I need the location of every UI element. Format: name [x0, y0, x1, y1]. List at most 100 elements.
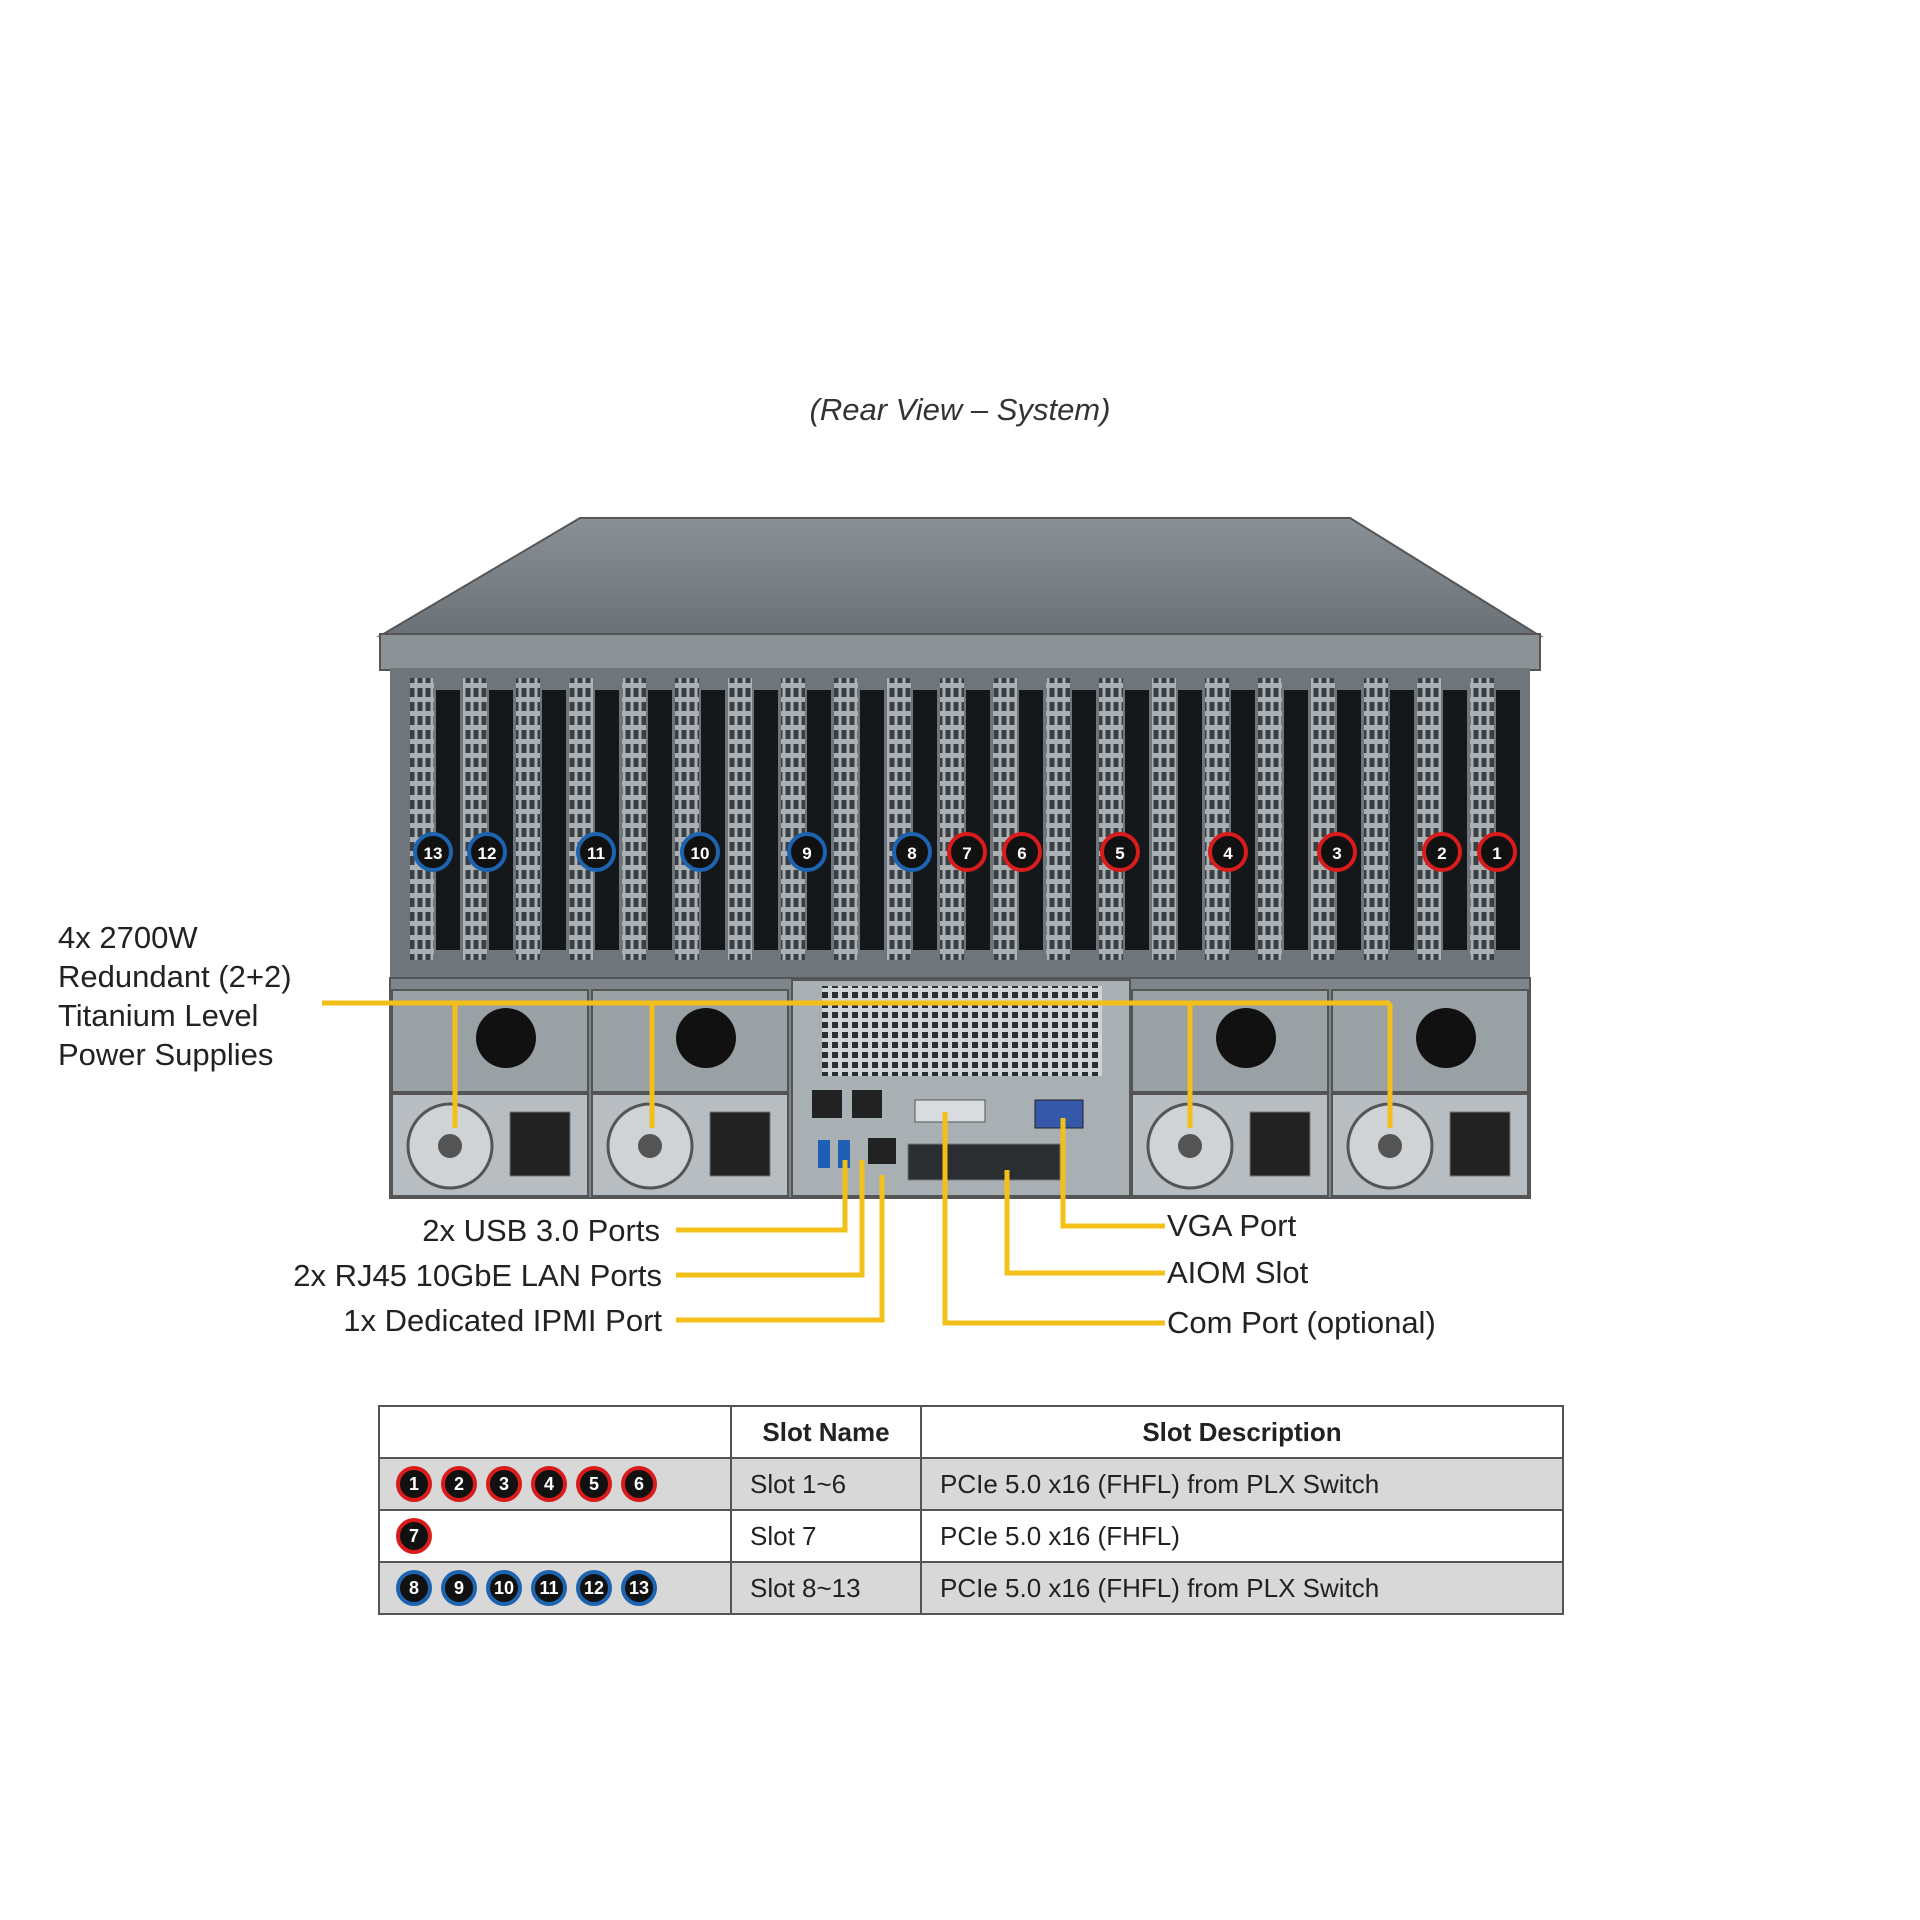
slot-badge-2: 2: [441, 1466, 477, 1502]
slot-bracket: [1205, 678, 1229, 960]
slot-opening: [436, 690, 460, 950]
slot-badge-4: 4: [531, 1466, 567, 1502]
slot-bracket: [1417, 678, 1441, 960]
psu-callout-line: Titanium Level: [58, 998, 259, 1033]
slot-badge-3: 3: [486, 1466, 522, 1502]
slot-bracket: [781, 678, 805, 960]
slot-badge-6: 6: [1002, 832, 1042, 872]
slot-opening: [807, 690, 831, 950]
slot-opening: [1390, 690, 1414, 950]
slot-bracket: [728, 678, 752, 960]
slot-bracket: [569, 678, 593, 960]
slot-badge-10: 10: [486, 1570, 522, 1606]
view-title: (Rear View – System): [809, 392, 1111, 427]
slot-badge-2: 2: [1422, 832, 1462, 872]
slot-opening: [1178, 690, 1202, 950]
table-header-badges: [378, 1405, 732, 1459]
slot-opening: [913, 690, 937, 950]
slot-bracket: [1470, 678, 1494, 960]
slot-opening: [542, 690, 566, 950]
slot-opening: [1125, 690, 1149, 950]
slot-badge-11: 11: [531, 1570, 567, 1606]
slot-badge-group: 7: [380, 1511, 730, 1561]
ipmi-port: [868, 1138, 896, 1164]
slot-bracket: [887, 678, 911, 960]
slot-badge-7: 7: [396, 1518, 432, 1554]
svg-text:9: 9: [802, 844, 811, 863]
slot-description: PCIe 5.0 x16 (FHFL) from PLX Switch: [920, 1457, 1564, 1511]
slot-opening: [1019, 690, 1043, 950]
lan-callout: 2x RJ45 10GbE LAN Ports: [293, 1258, 662, 1293]
slot-bracket: [410, 678, 434, 960]
chassis-lip: [379, 633, 1541, 671]
slot-badge-3: 3: [1317, 832, 1357, 872]
slot-bracket: [834, 678, 858, 960]
svg-text:5: 5: [1115, 844, 1124, 863]
svg-text:6: 6: [1017, 844, 1026, 863]
svg-text:8: 8: [907, 844, 916, 863]
vga-port: [1034, 1099, 1084, 1129]
slot-opening: [1284, 690, 1308, 950]
psu-callout-line: Redundant (2+2): [58, 959, 292, 994]
slot-bracket: [1258, 678, 1282, 960]
slot-bracket: [940, 678, 964, 960]
slot-badge-1: 1: [396, 1466, 432, 1502]
psu-unit: [591, 989, 789, 1197]
slot-badge-4: 4: [1208, 832, 1248, 872]
slot-badge-1: 1: [1477, 832, 1517, 872]
slot-opening: [1443, 690, 1467, 950]
slot-badge-12: 12: [576, 1570, 612, 1606]
slot-bracket: [463, 678, 487, 960]
slot-badge-9: 9: [441, 1570, 477, 1606]
psu-unit: [1131, 989, 1329, 1197]
ipmi-callout: 1x Dedicated IPMI Port: [343, 1303, 662, 1338]
psu-unit: [1331, 989, 1529, 1197]
slot-badge-5: 5: [1100, 832, 1140, 872]
slot-description: PCIe 5.0 x16 (FHFL) from PLX Switch: [920, 1561, 1564, 1615]
slot-badge-8: 8: [396, 1570, 432, 1606]
psu-callout-line: Power Supplies: [58, 1037, 274, 1072]
slot-bracket: [675, 678, 699, 960]
slot-opening: [1337, 690, 1361, 950]
svg-text:12: 12: [478, 844, 497, 863]
slot-name: Slot 1~6: [730, 1457, 922, 1511]
lan-port-1: [812, 1090, 842, 1118]
table-header-slot-description: Slot Description: [920, 1405, 1564, 1459]
slot-badge-8: 8: [892, 832, 932, 872]
power-supplies: [391, 989, 1529, 1197]
pcie-slot-covers: [410, 678, 1520, 960]
slot-badge-11: 11: [576, 832, 616, 872]
svg-text:13: 13: [424, 844, 443, 863]
svg-text:7: 7: [962, 844, 971, 863]
slot-description: PCIe 5.0 x16 (FHFL): [920, 1509, 1564, 1563]
slot-badge-5: 5: [576, 1466, 612, 1502]
slot-opening: [489, 690, 513, 950]
leader-lines: [322, 1000, 1393, 1326]
svg-text:11: 11: [587, 844, 605, 863]
slot-opening: [1496, 690, 1520, 950]
vga-callout: VGA Port: [1167, 1208, 1297, 1243]
table-header-slot-name: Slot Name: [730, 1405, 922, 1459]
slot-opening: [648, 690, 672, 950]
slot-opening: [860, 690, 884, 950]
slot-name: Slot 8~13: [730, 1561, 922, 1615]
svg-text:1: 1: [1492, 844, 1501, 863]
svg-text:2: 2: [1437, 844, 1446, 863]
slot-badge-7: 7: [947, 832, 987, 872]
slot-bracket: [516, 678, 540, 960]
svg-text:10: 10: [691, 844, 710, 863]
aiom-callout: AIOM Slot: [1167, 1255, 1309, 1290]
slot-opening: [595, 690, 619, 950]
slot-bracket: [1099, 678, 1123, 960]
slot-bracket: [1311, 678, 1335, 960]
slot-badge-9: 9: [787, 832, 827, 872]
slot-opening: [1072, 690, 1096, 950]
com-port-plate: [914, 1099, 986, 1123]
svg-text:4: 4: [1223, 844, 1233, 863]
slot-opening: [966, 690, 990, 950]
slot-badge-13: 13: [413, 832, 453, 872]
